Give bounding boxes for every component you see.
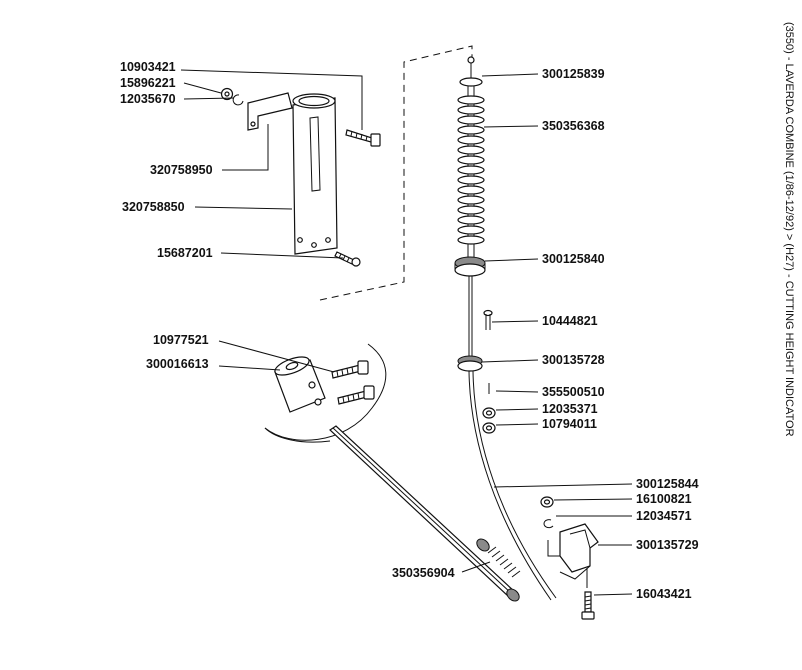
washer-12035371 [482,407,496,419]
label-350356904: 350356904 [392,566,455,580]
hub-inset [264,343,387,443]
label-10444821: 10444821 [542,314,598,328]
label-300125839: 300125839 [542,67,605,81]
label-300135729: 300135729 [636,538,699,552]
label-16043421: 16043421 [636,587,692,601]
label-355500510: 355500510 [542,385,605,399]
label-320758850: 320758850 [122,200,185,214]
label-320758950: 320758950 [150,163,213,177]
leader-lines [180,69,633,596]
washer-12034571 [543,519,554,529]
screw-15687201 [334,251,361,267]
rod-350356904 [329,425,521,602]
label-300135728: 300135728 [542,353,605,367]
label-16100821: 16100821 [636,492,692,506]
side-title: (3550) - LAVERDA COMBINE (1/86-12/92) > … [783,22,795,437]
bracket-part [247,92,293,131]
washer-15896221 [220,87,234,101]
bolt-16043421 [581,568,595,620]
label-12034571: 12034571 [636,509,692,523]
part-labels: 10903421 15896221 12035670 320758950 320… [120,60,699,601]
pin-10444821 [483,309,493,330]
label-350356368: 350356368 [542,119,605,133]
nut-16100821 [540,496,554,508]
bolt-10903421 [345,129,381,147]
label-12035371: 12035371 [542,402,598,416]
label-300016613: 300016613 [146,357,209,371]
label-10794011: 10794011 [542,417,597,431]
disc-300135728 [457,355,483,372]
label-300125844: 300125844 [636,477,699,491]
label-10977521: 10977521 [153,333,209,347]
tube-part [292,93,338,255]
dashed-connection-frame [319,45,473,301]
nut-10794011 [482,422,496,434]
indicator-cable-assembly [454,56,557,601]
clip-12035670 [232,94,244,106]
label-15896221: 15896221 [120,76,176,90]
clamp-300135729 [547,523,599,580]
label-12035670: 12035670 [120,92,176,106]
spring-350356368 [457,95,485,245]
label-300125840: 300125840 [542,252,605,266]
disc-300125840 [454,256,486,277]
label-15687201: 15687201 [157,246,213,260]
label-10903421: 10903421 [120,60,176,74]
